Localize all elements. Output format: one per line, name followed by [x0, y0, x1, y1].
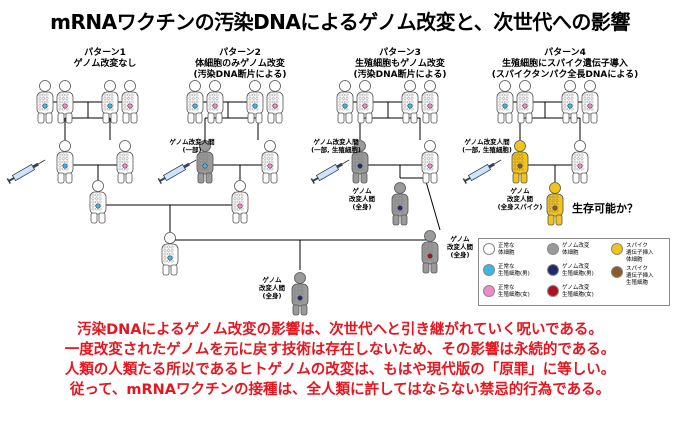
person — [401, 80, 419, 124]
syringe-icon — [157, 159, 197, 184]
conclusion-text: 汚染DNAによるゲノム改変の影響は、次世代へと引き継がれていく呪いである。 一度… — [0, 320, 680, 400]
legend-swatch — [483, 285, 495, 297]
pattern-2-label: パターン2 — [219, 48, 261, 58]
pattern-4-annotation-whole: ゲノム 改変人間 (全身スパイク) — [497, 187, 543, 211]
person — [196, 140, 214, 184]
lower-annotation-right: ゲノム 改変人間 (全身) — [447, 235, 473, 259]
person — [561, 80, 579, 124]
person — [36, 80, 54, 124]
conclusion-line: 人類の人類たる所以であるヒトゲノムの改変は、もはや現代版の「原罪」に等しい。 — [64, 362, 616, 378]
pattern-1-label: パターン1 — [84, 48, 126, 58]
person — [421, 230, 439, 274]
pattern-1-desc: ゲノム改変なし — [73, 59, 137, 69]
person — [56, 140, 74, 184]
legend-swatch — [611, 266, 623, 278]
pattern-4-annotation-partial: ゲノム改変人間 (一部, 生殖細胞) — [462, 138, 512, 154]
syringe-icon — [310, 159, 350, 184]
person — [421, 140, 439, 184]
person — [89, 180, 107, 224]
person — [336, 80, 354, 124]
person — [391, 182, 409, 226]
pattern-3-label: パターン3 — [379, 48, 421, 58]
legend-swatch — [611, 243, 623, 255]
pattern-3-annotation-partial: ゲノム改変人間 (一部, 生殖細胞) — [311, 138, 361, 154]
legend-item: 正常な 生殖細胞(女) — [483, 285, 530, 299]
pattern-2-desc: 体細胞のみゲノム改変 (汚染DNA断片による) — [193, 59, 287, 80]
legend-item-label: ゲノム改変 生殖細胞(女) — [562, 285, 594, 298]
legend-item: ゲノム改変 生殖細胞(男) — [547, 264, 594, 278]
syringes — [6, 159, 502, 184]
pattern-3-desc: 生殖細胞もゲノム改変 (汚染DNA断片による) — [353, 59, 447, 80]
person — [546, 182, 564, 226]
pattern-4-label: パターン4 — [544, 48, 586, 58]
legend-item: スパイク 遺伝子挿入 体細胞 — [611, 243, 654, 264]
legend-swatch — [483, 243, 495, 255]
legend-item-label: スパイク 遺伝子挿入 生殖細胞 — [626, 266, 654, 286]
legend-swatch — [547, 264, 559, 276]
legend-item: ゲノム改変 生殖細胞(女) — [547, 285, 594, 299]
legend-item: スパイク 遺伝子挿入 生殖細胞 — [611, 266, 654, 287]
person — [421, 80, 439, 124]
conclusion-line: 従って、mRNAワクチンの接種は、全人類に許してはならない禁忌的行為である。 — [69, 382, 611, 398]
legend-swatch — [483, 264, 495, 276]
syringe-icon — [462, 159, 502, 184]
person — [161, 232, 179, 276]
conclusion-line: 汚染DNAによるゲノム改変の影響は、次世代へと引き継がれていく呪いである。 — [77, 322, 603, 338]
person — [121, 80, 139, 124]
pattern-2-annotation: ゲノム改変人間 (一部) — [169, 138, 215, 154]
person — [356, 80, 374, 124]
legend-item: ゲノム改変 体細胞 — [547, 243, 589, 257]
legend-item-label: 正常な 体細胞 — [498, 243, 515, 256]
person — [56, 80, 74, 124]
person — [231, 180, 249, 224]
person — [116, 140, 134, 184]
conclusion-line: 一度改変されたゲノムを元に戻す技術は存在しないため、その影響は永続的である。 — [64, 342, 616, 358]
person — [266, 80, 284, 124]
person — [351, 140, 369, 184]
legend-item-label: ゲノム改変 生殖細胞(男) — [562, 264, 594, 277]
pattern-3-annotation-whole: ゲノム 改変人間 (全身) — [349, 187, 375, 211]
legend-item-label: 正常な 生殖細胞(男) — [498, 264, 530, 277]
lower-annotation-bottom: ゲノム 改変人間 (全身) — [259, 276, 285, 300]
legend-item: 正常な 生殖細胞(男) — [483, 264, 530, 278]
survival-question: 生存可能か？ — [572, 202, 638, 215]
legend-swatch — [547, 243, 559, 255]
legend-item-label: ゲノム改変 体細胞 — [562, 243, 590, 256]
person — [511, 140, 529, 184]
legend-item-label: スパイク 遺伝子挿入 体細胞 — [626, 243, 654, 263]
person — [261, 140, 279, 184]
people — [36, 80, 599, 316]
legend-item-label: 正常な 生殖細胞(女) — [498, 285, 530, 298]
person — [571, 140, 589, 184]
person — [581, 80, 599, 124]
legend-swatch — [547, 285, 559, 297]
legend: 正常な 体細胞 ゲノム改変 体細胞 スパイク 遺伝子挿入 体細胞 正常な 生殖細… — [478, 238, 670, 306]
page-title: mRNAワクチンの汚染DNAによるゲノム改変と、次世代への影響 — [50, 10, 630, 34]
person — [291, 272, 309, 316]
pattern-4-desc: 生殖細胞にスパイク遺伝子導入 (スパイクタンパク全長DNAによる) — [491, 59, 639, 80]
person — [516, 80, 534, 124]
person — [496, 80, 514, 124]
person — [186, 80, 204, 124]
person — [246, 80, 264, 124]
person — [101, 80, 119, 124]
pedigree-lines — [45, 101, 585, 270]
syringe-icon — [6, 159, 46, 184]
person — [206, 80, 224, 124]
legend-item: 正常な 体細胞 — [483, 243, 515, 257]
